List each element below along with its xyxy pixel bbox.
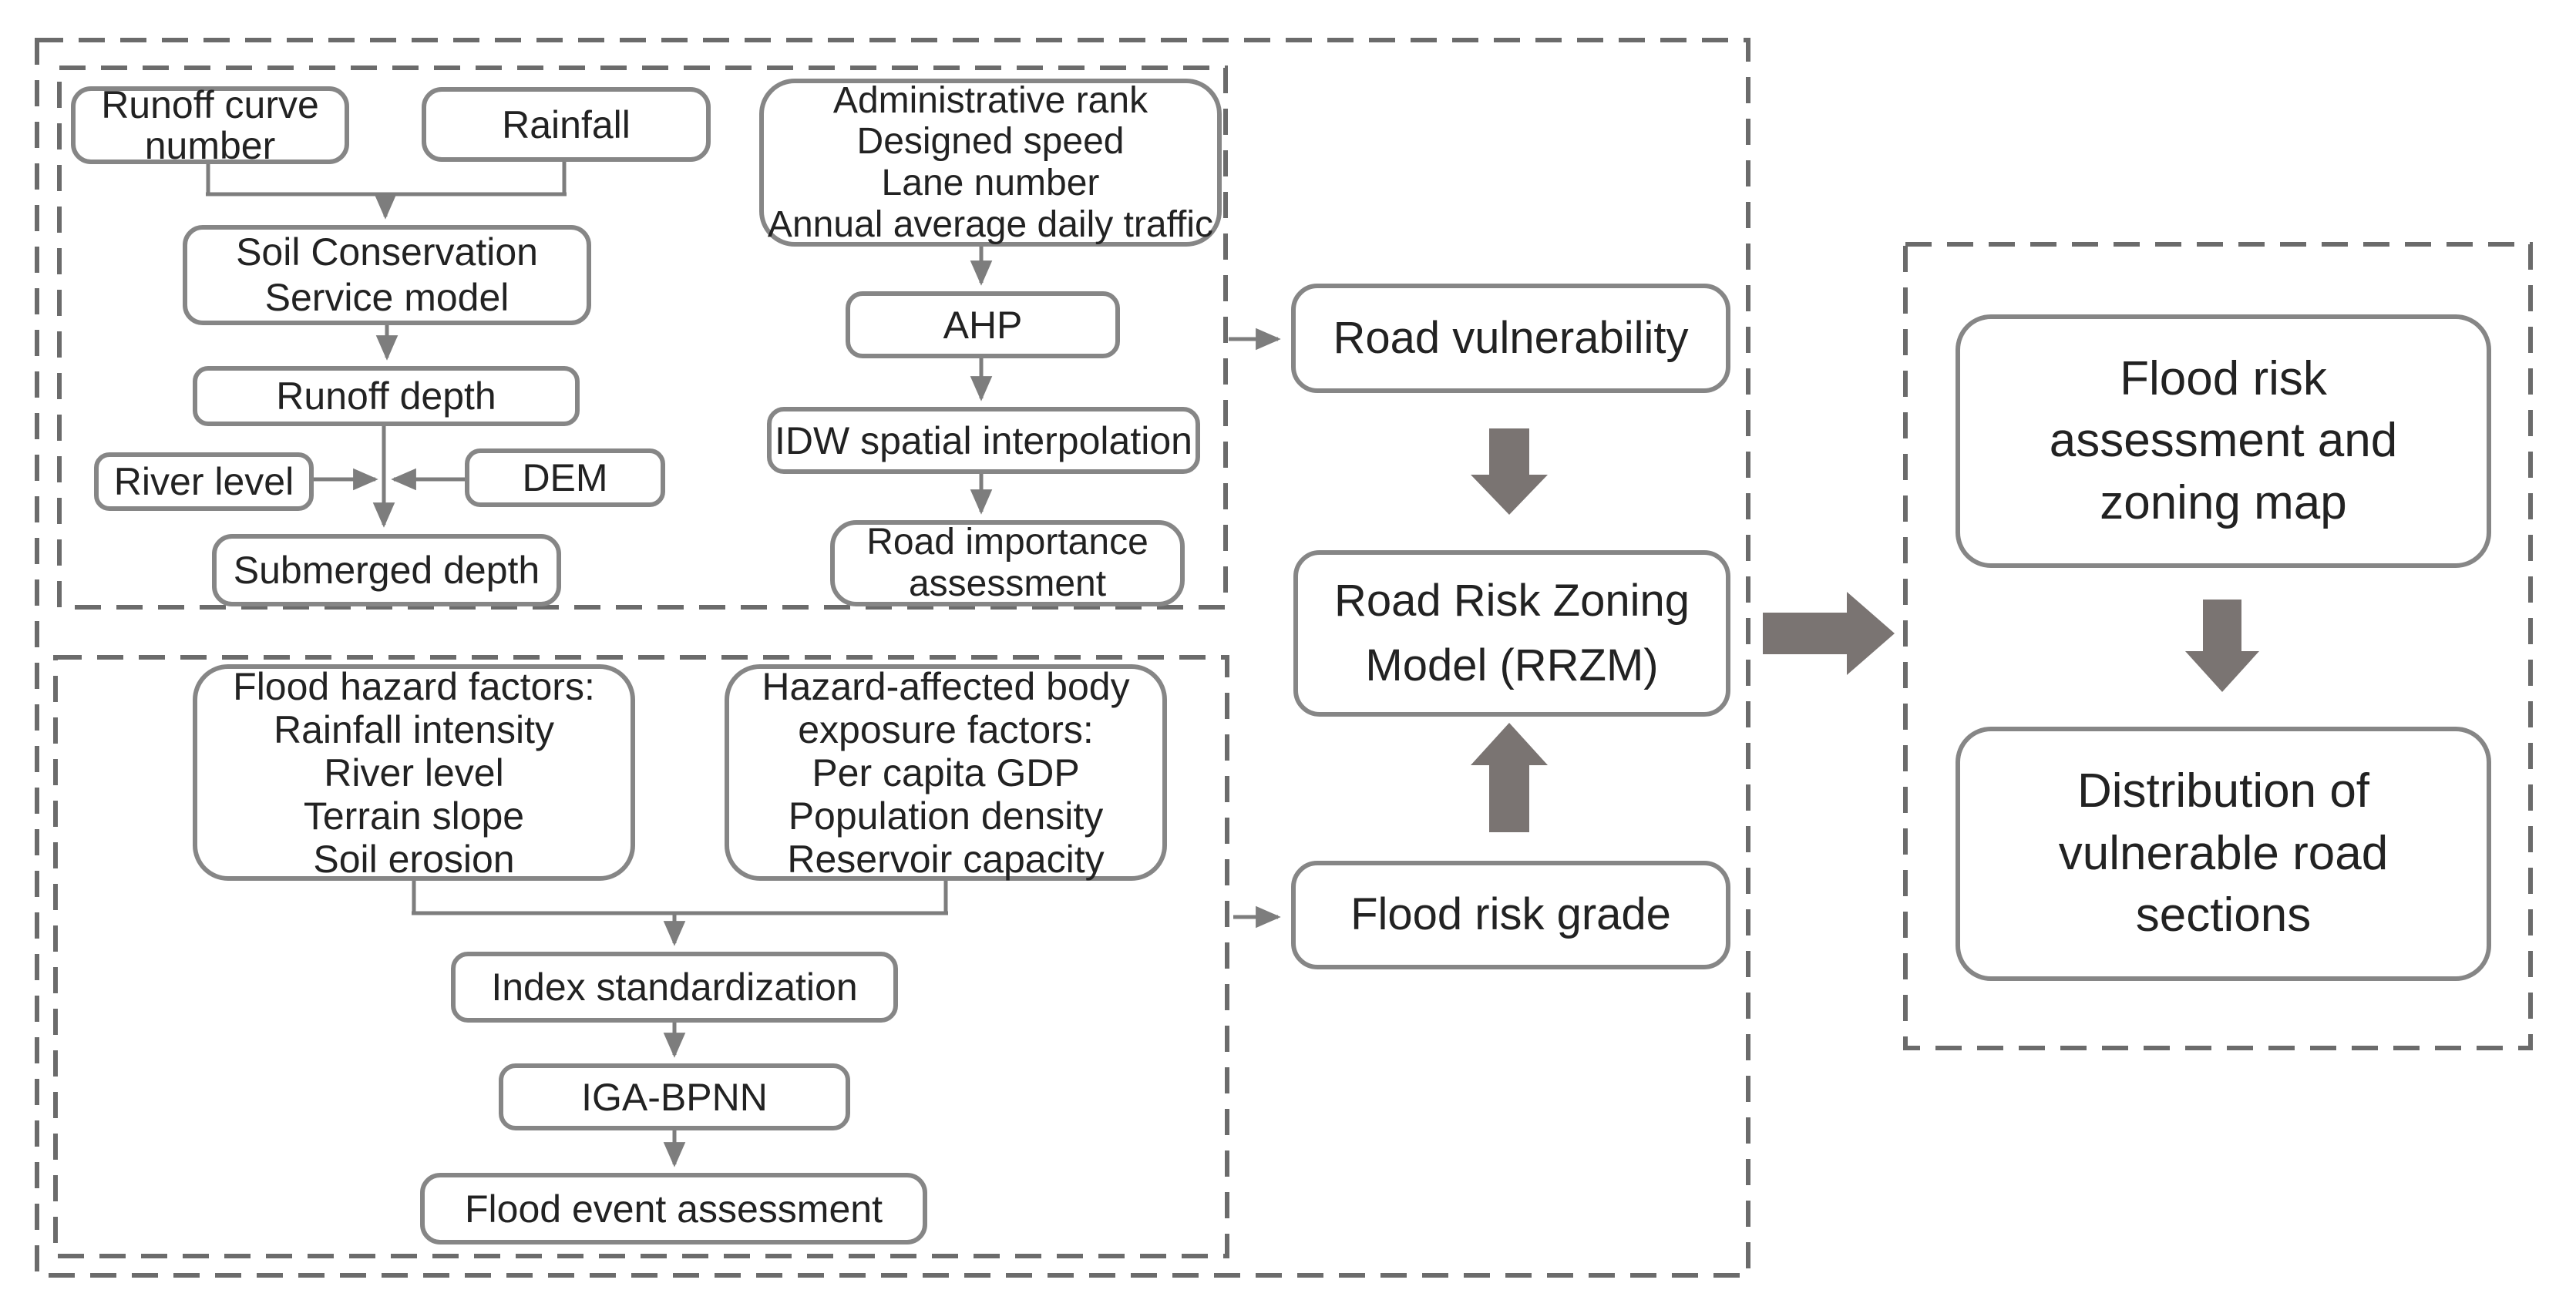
node-index-standardization: Index standardization	[451, 952, 898, 1023]
node-ahp: AHP	[846, 291, 1120, 358]
block-arrows	[1471, 428, 2259, 832]
dashed-frames	[35, 38, 2533, 1278]
node-submerged-depth: Submerged depth	[212, 534, 561, 606]
node-idw-spatial-interpolation: IDW spatial interpolation	[767, 407, 1200, 474]
node-soil-conservation-service-model: Soil Conservation Service model	[183, 225, 591, 325]
node-runoff-curve-number: Runoff curve number	[71, 84, 349, 166]
node-dem: DEM	[465, 448, 665, 507]
thin-connectors	[206, 162, 1281, 1167]
frame-outputs	[1903, 242, 2533, 1050]
node-flood-risk-grade: Flood risk grade	[1291, 861, 1730, 969]
node-exposure-factors: Hazard-affected body exposure factors: P…	[725, 664, 1167, 881]
block-arrow-up-grade-to-rrzm	[1471, 723, 1548, 832]
node-flood-hazard-factors: Flood hazard factors: Rainfall intensity…	[193, 664, 635, 881]
node-road-vulnerability: Road vulnerability	[1291, 284, 1730, 393]
node-flood-risk-assessment-zoning-map: Flood risk assessment and zoning map	[1956, 314, 2491, 568]
node-river-level: River level	[94, 452, 314, 511]
block-arrow-right-rrzm-to-outputs	[1763, 592, 1895, 675]
node-runoff-depth: Runoff depth	[193, 366, 580, 426]
frame-model-inputs	[35, 38, 1750, 1278]
block-arrow-down-map-to-distribution	[2185, 600, 2259, 692]
node-rainfall: Rainfall	[422, 87, 711, 162]
frame-vulnerability-group	[57, 66, 1228, 610]
node-flood-event-assessment: Flood event assessment	[420, 1173, 927, 1244]
node-iga-bpnn: IGA-BPNN	[499, 1063, 850, 1130]
node-road-risk-zoning-model: Road Risk Zoning Model (RRZM)	[1293, 550, 1730, 717]
node-road-importance-assessment: Road importance assessment	[830, 520, 1185, 606]
block-arrow-down-vulnerability-to-rrzm	[1471, 428, 1548, 515]
node-distribution-vulnerable-road-sections: Distribution of vulnerable road sections	[1956, 727, 2491, 981]
node-road-importance-factors: Administrative rank Designed speed Lane …	[759, 79, 1222, 247]
frame-flood-risk-group	[53, 655, 1229, 1258]
